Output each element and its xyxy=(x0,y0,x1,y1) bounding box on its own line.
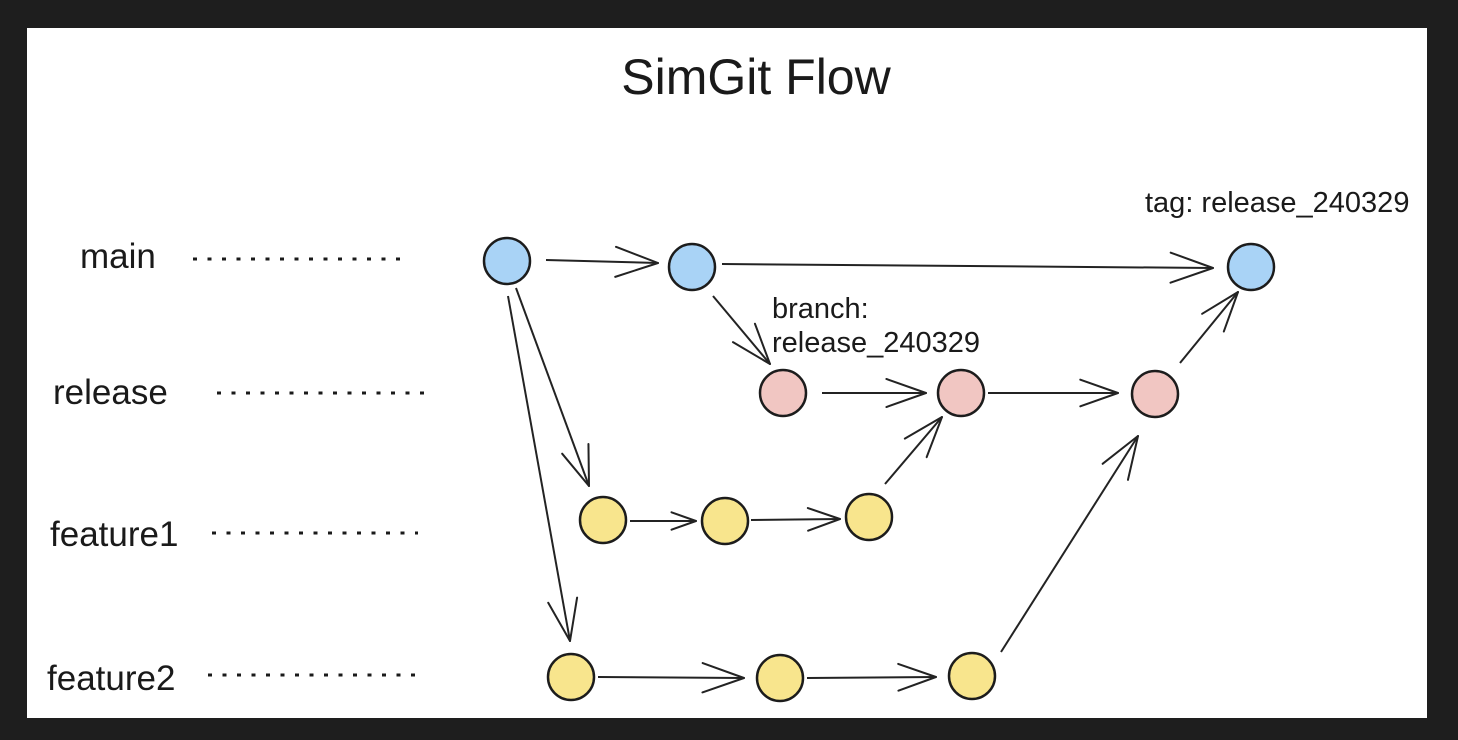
edge-line xyxy=(806,676,937,679)
edge-line xyxy=(884,416,943,485)
arrowhead-line xyxy=(670,520,697,531)
commit-node-release-1 xyxy=(758,368,808,418)
arrowhead-line xyxy=(885,392,927,409)
commit-node-feature2-2 xyxy=(755,653,805,703)
edge-feature2-3-to-release-3 xyxy=(1000,435,1139,653)
edge-line xyxy=(597,676,745,679)
lane-label-release: release xyxy=(53,373,168,412)
edge-main-2-to-release-1 xyxy=(712,295,771,365)
branch-annotation-line1: branch: xyxy=(772,293,869,325)
arrowhead-line xyxy=(701,662,745,679)
commit-node-main-2 xyxy=(667,242,717,292)
edge-line xyxy=(1000,435,1139,653)
edge-feature1-2-to-feature1-3 xyxy=(750,507,841,532)
arrowhead-line xyxy=(897,662,937,678)
arrowhead-line xyxy=(1169,267,1214,284)
arrowhead-line xyxy=(587,443,590,487)
branch-annotation-line2: release_240329 xyxy=(772,327,980,359)
commit-node-release-2 xyxy=(936,368,986,418)
edge-release-3-to-main-3 xyxy=(1179,291,1239,364)
arrowhead-line xyxy=(547,601,571,642)
lane-dotted-lines xyxy=(193,257,430,677)
arrowhead-line xyxy=(1079,392,1119,408)
edge-line xyxy=(712,295,771,365)
arrowhead-line xyxy=(701,677,745,694)
edge-line xyxy=(515,287,590,487)
edge-feature2-2-to-feature2-3 xyxy=(806,662,937,692)
commit-node-main-3 xyxy=(1226,242,1276,292)
arrowhead-line xyxy=(925,416,943,459)
commit-node-feature2-3 xyxy=(947,651,997,701)
arrowhead-line xyxy=(670,511,697,522)
arrowhead-line xyxy=(1222,291,1239,333)
edge-line xyxy=(721,263,1214,269)
commit-node-feature2-1 xyxy=(546,652,596,702)
edge-main-1-to-feature1-1 xyxy=(515,287,590,487)
edge-line xyxy=(1179,291,1239,364)
arrowhead-line xyxy=(1169,251,1214,269)
edge-feature1-1-to-feature1-2 xyxy=(630,511,697,531)
arrowhead-line xyxy=(561,452,590,487)
edge-release-2-to-release-3 xyxy=(988,378,1119,408)
commit-node-feature1-1 xyxy=(578,495,628,545)
arrowhead-line xyxy=(731,341,771,365)
arrowhead-line xyxy=(1101,435,1139,465)
commit-nodes xyxy=(482,236,1276,703)
diagram-canvas xyxy=(27,28,1427,718)
edge-feature2-1-to-feature2-2 xyxy=(597,662,745,694)
arrowhead-line xyxy=(1079,378,1119,394)
arrowhead-line xyxy=(1201,291,1239,315)
edge-feature1-3-to-release-2 xyxy=(884,416,943,485)
arrowhead-line xyxy=(1126,435,1139,481)
commit-edges xyxy=(507,245,1239,694)
lane-label-feature1: feature1 xyxy=(50,515,178,554)
edge-main-1-to-feature2-1 xyxy=(507,295,579,642)
tag-annotation: tag: release_240329 xyxy=(1145,187,1409,219)
arrowhead-line xyxy=(569,596,579,642)
diagram-title: SimGit Flow xyxy=(621,49,891,105)
edge-line xyxy=(545,259,659,264)
edge-line xyxy=(750,518,841,521)
arrowhead-line xyxy=(806,507,841,520)
commit-node-feature1-3 xyxy=(844,492,894,542)
arrowhead-line xyxy=(903,416,943,440)
arrowhead-line xyxy=(807,518,841,532)
arrowhead-line xyxy=(614,262,659,278)
arrowhead-line xyxy=(614,245,659,264)
lane-label-feature2: feature2 xyxy=(47,659,175,698)
lane-label-main: main xyxy=(80,237,156,276)
edge-main-2-to-main-3 xyxy=(721,251,1214,284)
commit-node-feature1-2 xyxy=(700,496,750,546)
edge-release-1-to-release-2 xyxy=(822,377,927,409)
arrowhead-line xyxy=(885,377,927,394)
arrowhead-line xyxy=(897,676,937,692)
arrowhead-line xyxy=(753,322,771,365)
commit-node-release-3 xyxy=(1130,369,1180,419)
edge-line xyxy=(507,295,571,642)
commit-node-main-1 xyxy=(482,236,532,286)
edge-main-1-to-main-2 xyxy=(545,245,659,278)
